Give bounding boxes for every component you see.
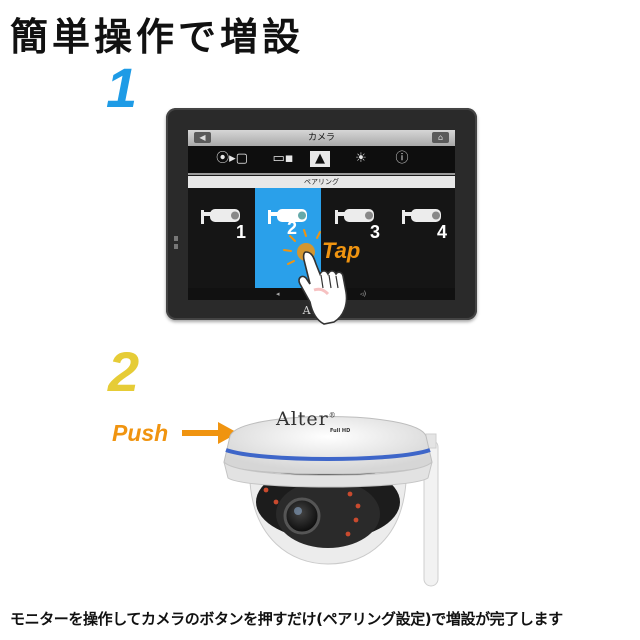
screen-title-bar: ◀ カメラ ⌂ bbox=[188, 130, 455, 146]
camera-brand-logo: Alter® bbox=[276, 408, 337, 430]
push-arrow-icon bbox=[182, 422, 238, 444]
tap-label: Tap bbox=[322, 238, 361, 263]
camera-pairing-icon[interactable]: ⦿▸▢ bbox=[216, 151, 248, 166]
step-number-2: 2 bbox=[108, 340, 140, 403]
screen-title: カメラ bbox=[307, 133, 335, 143]
channel-number: 4 bbox=[436, 222, 447, 242]
nav-back-icon[interactable]: ◂ bbox=[276, 290, 280, 298]
back-button[interactable]: ◀ bbox=[194, 132, 211, 143]
dome-camera bbox=[223, 416, 439, 587]
channel-number: 1 bbox=[235, 222, 246, 242]
nav-volume-icon[interactable]: ◃) bbox=[360, 290, 367, 298]
tapping-hand-icon bbox=[283, 229, 348, 325]
brightness-icon[interactable]: ☀ bbox=[355, 151, 367, 166]
push-label: Push bbox=[112, 420, 169, 446]
page-title: 簡単操作で増設 bbox=[10, 15, 305, 59]
camera-brand-mark: ® bbox=[328, 411, 337, 420]
monitor-side-button bbox=[174, 236, 178, 249]
camera-icon bbox=[335, 209, 374, 224]
step-number-1: 1 bbox=[106, 56, 138, 119]
description-caption: モニターを操作してカメラのボタンを押すだけ(ペアリング設定)で増設が完了します bbox=[10, 610, 563, 628]
home-button[interactable]: ⌂ bbox=[432, 132, 449, 143]
channel-number: 3 bbox=[369, 222, 380, 242]
channel-3-tile[interactable]: 3 bbox=[322, 188, 388, 288]
channel-number: 2 bbox=[286, 218, 297, 238]
camera-brand-text: Alter bbox=[276, 408, 329, 430]
selected-tab-indicator bbox=[188, 173, 455, 175]
camera-icon bbox=[268, 209, 307, 224]
screen-icon-bar: ⦿▸▢ ▭▪ ▲ ☀ ⓘ bbox=[188, 146, 455, 173]
picture-icon[interactable]: ▲ bbox=[310, 151, 330, 167]
camera-icon bbox=[402, 209, 441, 224]
camera-icon bbox=[201, 209, 240, 224]
camera-settings-icon[interactable]: ▭▪ bbox=[272, 151, 294, 166]
full-hd-badge: Full HD bbox=[330, 428, 351, 434]
pairing-tab-label: ペアリング bbox=[188, 176, 455, 188]
channel-4-tile[interactable]: 4 bbox=[389, 188, 455, 288]
info-icon[interactable]: ⓘ bbox=[395, 151, 409, 166]
channel-1-tile[interactable]: 1 bbox=[188, 188, 254, 288]
